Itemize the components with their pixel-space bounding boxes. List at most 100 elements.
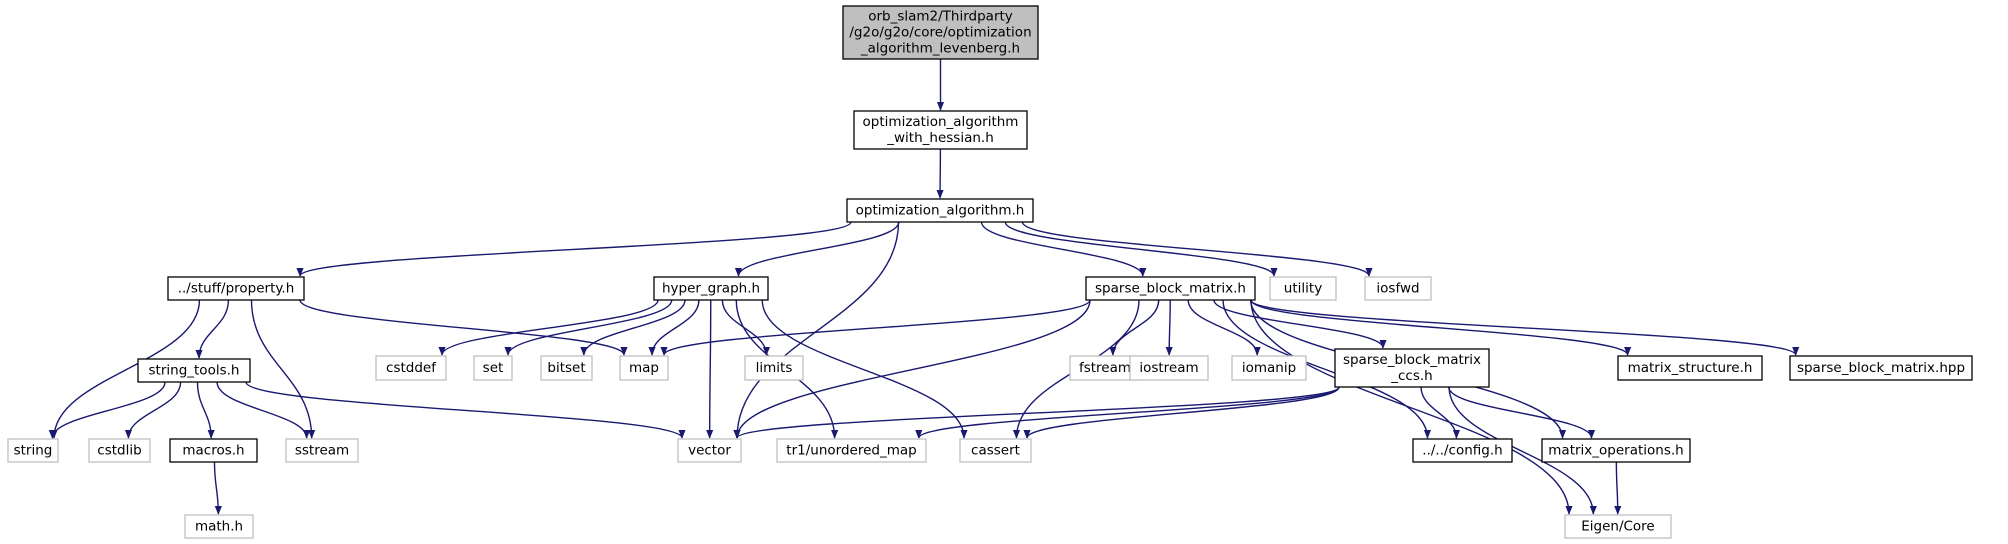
node-oawh-label: optimization_algorithm — [863, 114, 1019, 130]
node-mathh-box — [184, 514, 254, 539]
node-limits-label: limits — [756, 360, 793, 376]
node-root-label: orb_slam2/Thirdparty — [868, 9, 1013, 25]
node-tr1-label: tr1/unordered_map — [786, 443, 916, 459]
node-cstdlib: cstdlib — [88, 438, 151, 463]
node-config[interactable]: ../../config.h — [1412, 438, 1513, 463]
node-macros-box — [169, 438, 258, 463]
node-hg[interactable]: hyper_graph.h — [653, 276, 769, 301]
edge-macros-to-mathh — [213, 461, 222, 515]
node-sbmhpp[interactable]: sparse_block_matrix.hpp — [1789, 355, 1973, 381]
edge-hg-to-set — [504, 299, 673, 356]
node-mo-box — [1541, 438, 1691, 463]
node-eigen: Eigen/Core — [1564, 514, 1672, 539]
node-macros-label: macros.h — [182, 443, 244, 459]
node-sstream: sstream — [285, 438, 359, 463]
node-set: set — [473, 355, 513, 381]
edge-sbmccs-to-tr1 — [915, 386, 1340, 439]
node-root-label: /g2o/g2o/core/optimization — [849, 25, 1031, 41]
node-string-box — [7, 438, 59, 463]
node-sstream-box — [285, 438, 359, 463]
edge-sbm-to-iomanip — [1187, 299, 1261, 356]
node-string: string — [7, 438, 59, 463]
node-map-label: map — [629, 360, 659, 376]
node-oa[interactable]: optimization_algorithm.h — [846, 198, 1034, 223]
node-cstddef: cstddef — [375, 355, 447, 381]
node-eigen-box — [1564, 514, 1672, 539]
edge-hg-to-cstddef — [438, 299, 659, 356]
node-config-box — [1412, 438, 1513, 463]
node-sbmhpp-box — [1789, 355, 1973, 381]
edge-oa-to-utility — [1004, 221, 1278, 277]
node-vector: vector — [677, 438, 742, 463]
node-cstddef-box — [375, 355, 447, 381]
node-sbmccs-label: sparse_block_matrix — [1343, 352, 1481, 368]
node-vector-label: vector — [688, 443, 731, 459]
node-sbm-label: sparse_block_matrix.h — [1095, 281, 1246, 297]
edge-st-to-vector — [245, 381, 686, 439]
node-config-label: ../../config.h — [1422, 443, 1502, 459]
node-mathh: math.h — [184, 514, 254, 539]
node-bitset-box — [540, 355, 593, 381]
node-iosfwd-box — [1364, 276, 1432, 301]
node-root-box — [842, 5, 1039, 60]
node-map: map — [619, 355, 669, 381]
node-oa-box — [846, 198, 1034, 223]
node-cassert: cassert — [959, 438, 1032, 463]
node-iostream: iostream — [1129, 355, 1209, 381]
node-eigen-label: Eigen/Core — [1581, 519, 1655, 535]
node-prop[interactable]: ../stuff/property.h — [167, 276, 305, 301]
node-prop-label: ../stuff/property.h — [178, 281, 295, 297]
node-tr1: tr1/unordered_map — [776, 438, 927, 463]
node-oawh[interactable]: optimization_algorithm_with_hessian.h — [853, 110, 1028, 150]
edge-prop-to-sstream — [250, 299, 316, 439]
node-iomanip: iomanip — [1231, 355, 1307, 381]
nodes-layer: orb_slam2/Thirdparty/g2o/g2o/core/optimi… — [7, 5, 1973, 539]
node-set-box — [473, 355, 513, 381]
node-oawh-label: _with_hessian.h — [886, 130, 994, 146]
node-iostream-box — [1129, 355, 1209, 381]
node-hg-label: hyper_graph.h — [662, 281, 760, 297]
edge-st-to-macros — [196, 381, 215, 439]
node-fstream-box — [1069, 355, 1141, 381]
edge-oa-to-hg — [734, 221, 900, 277]
node-iosfwd: iosfwd — [1364, 276, 1432, 301]
edge-sbmccs-to-mo — [1448, 386, 1596, 439]
edge-sbm-to-map — [660, 299, 1091, 356]
node-tr1-box — [776, 438, 927, 463]
node-iomanip-label: iomanip — [1242, 360, 1296, 376]
edge-prop-to-st — [195, 299, 230, 359]
edge-sbm-to-config — [1222, 299, 1432, 439]
node-mo-label: matrix_operations.h — [1548, 443, 1683, 459]
node-iomanip-box — [1231, 355, 1307, 381]
edge-st-to-sstream — [216, 381, 311, 439]
edge-sbm-to-sbmhpp — [1250, 299, 1800, 356]
node-utility-label: utility — [1284, 281, 1322, 297]
node-vector-box — [677, 438, 742, 463]
node-st-box — [137, 358, 251, 383]
node-limits: limits — [744, 355, 804, 381]
edge-oa-to-vector — [733, 221, 900, 439]
edge-sbmccs-to-eigen — [1448, 386, 1597, 515]
node-st[interactable]: string_tools.h — [137, 358, 251, 383]
node-sbm[interactable]: sparse_block_matrix.h — [1085, 276, 1256, 301]
node-iosfwd-label: iosfwd — [1376, 281, 1419, 297]
edge-prop-to-map — [299, 299, 628, 356]
edge-st-to-string — [48, 381, 166, 439]
edge-oa-to-prop — [296, 221, 852, 277]
edge-hg-to-vector — [706, 299, 714, 439]
node-mo[interactable]: matrix_operations.h — [1541, 438, 1691, 463]
node-sbmccs[interactable]: sparse_block_matrix_ccs.h — [1334, 348, 1490, 388]
node-oawh-box — [853, 110, 1028, 150]
node-ms[interactable]: matrix_structure.h — [1617, 355, 1763, 381]
node-limits-box — [744, 355, 804, 381]
node-set-label: set — [483, 360, 504, 376]
node-sbm-box — [1085, 276, 1256, 301]
edge-sbm-to-eigen — [1250, 299, 1573, 515]
node-sbmhpp-label: sparse_block_matrix.hpp — [1797, 360, 1965, 376]
node-iostream-label: iostream — [1139, 360, 1198, 376]
node-root[interactable]: orb_slam2/Thirdparty/g2o/g2o/core/optimi… — [842, 5, 1039, 60]
edge-sbmccs-to-config — [1420, 386, 1461, 439]
edge-oa-to-sbm — [980, 221, 1147, 277]
node-macros[interactable]: macros.h — [169, 438, 258, 463]
